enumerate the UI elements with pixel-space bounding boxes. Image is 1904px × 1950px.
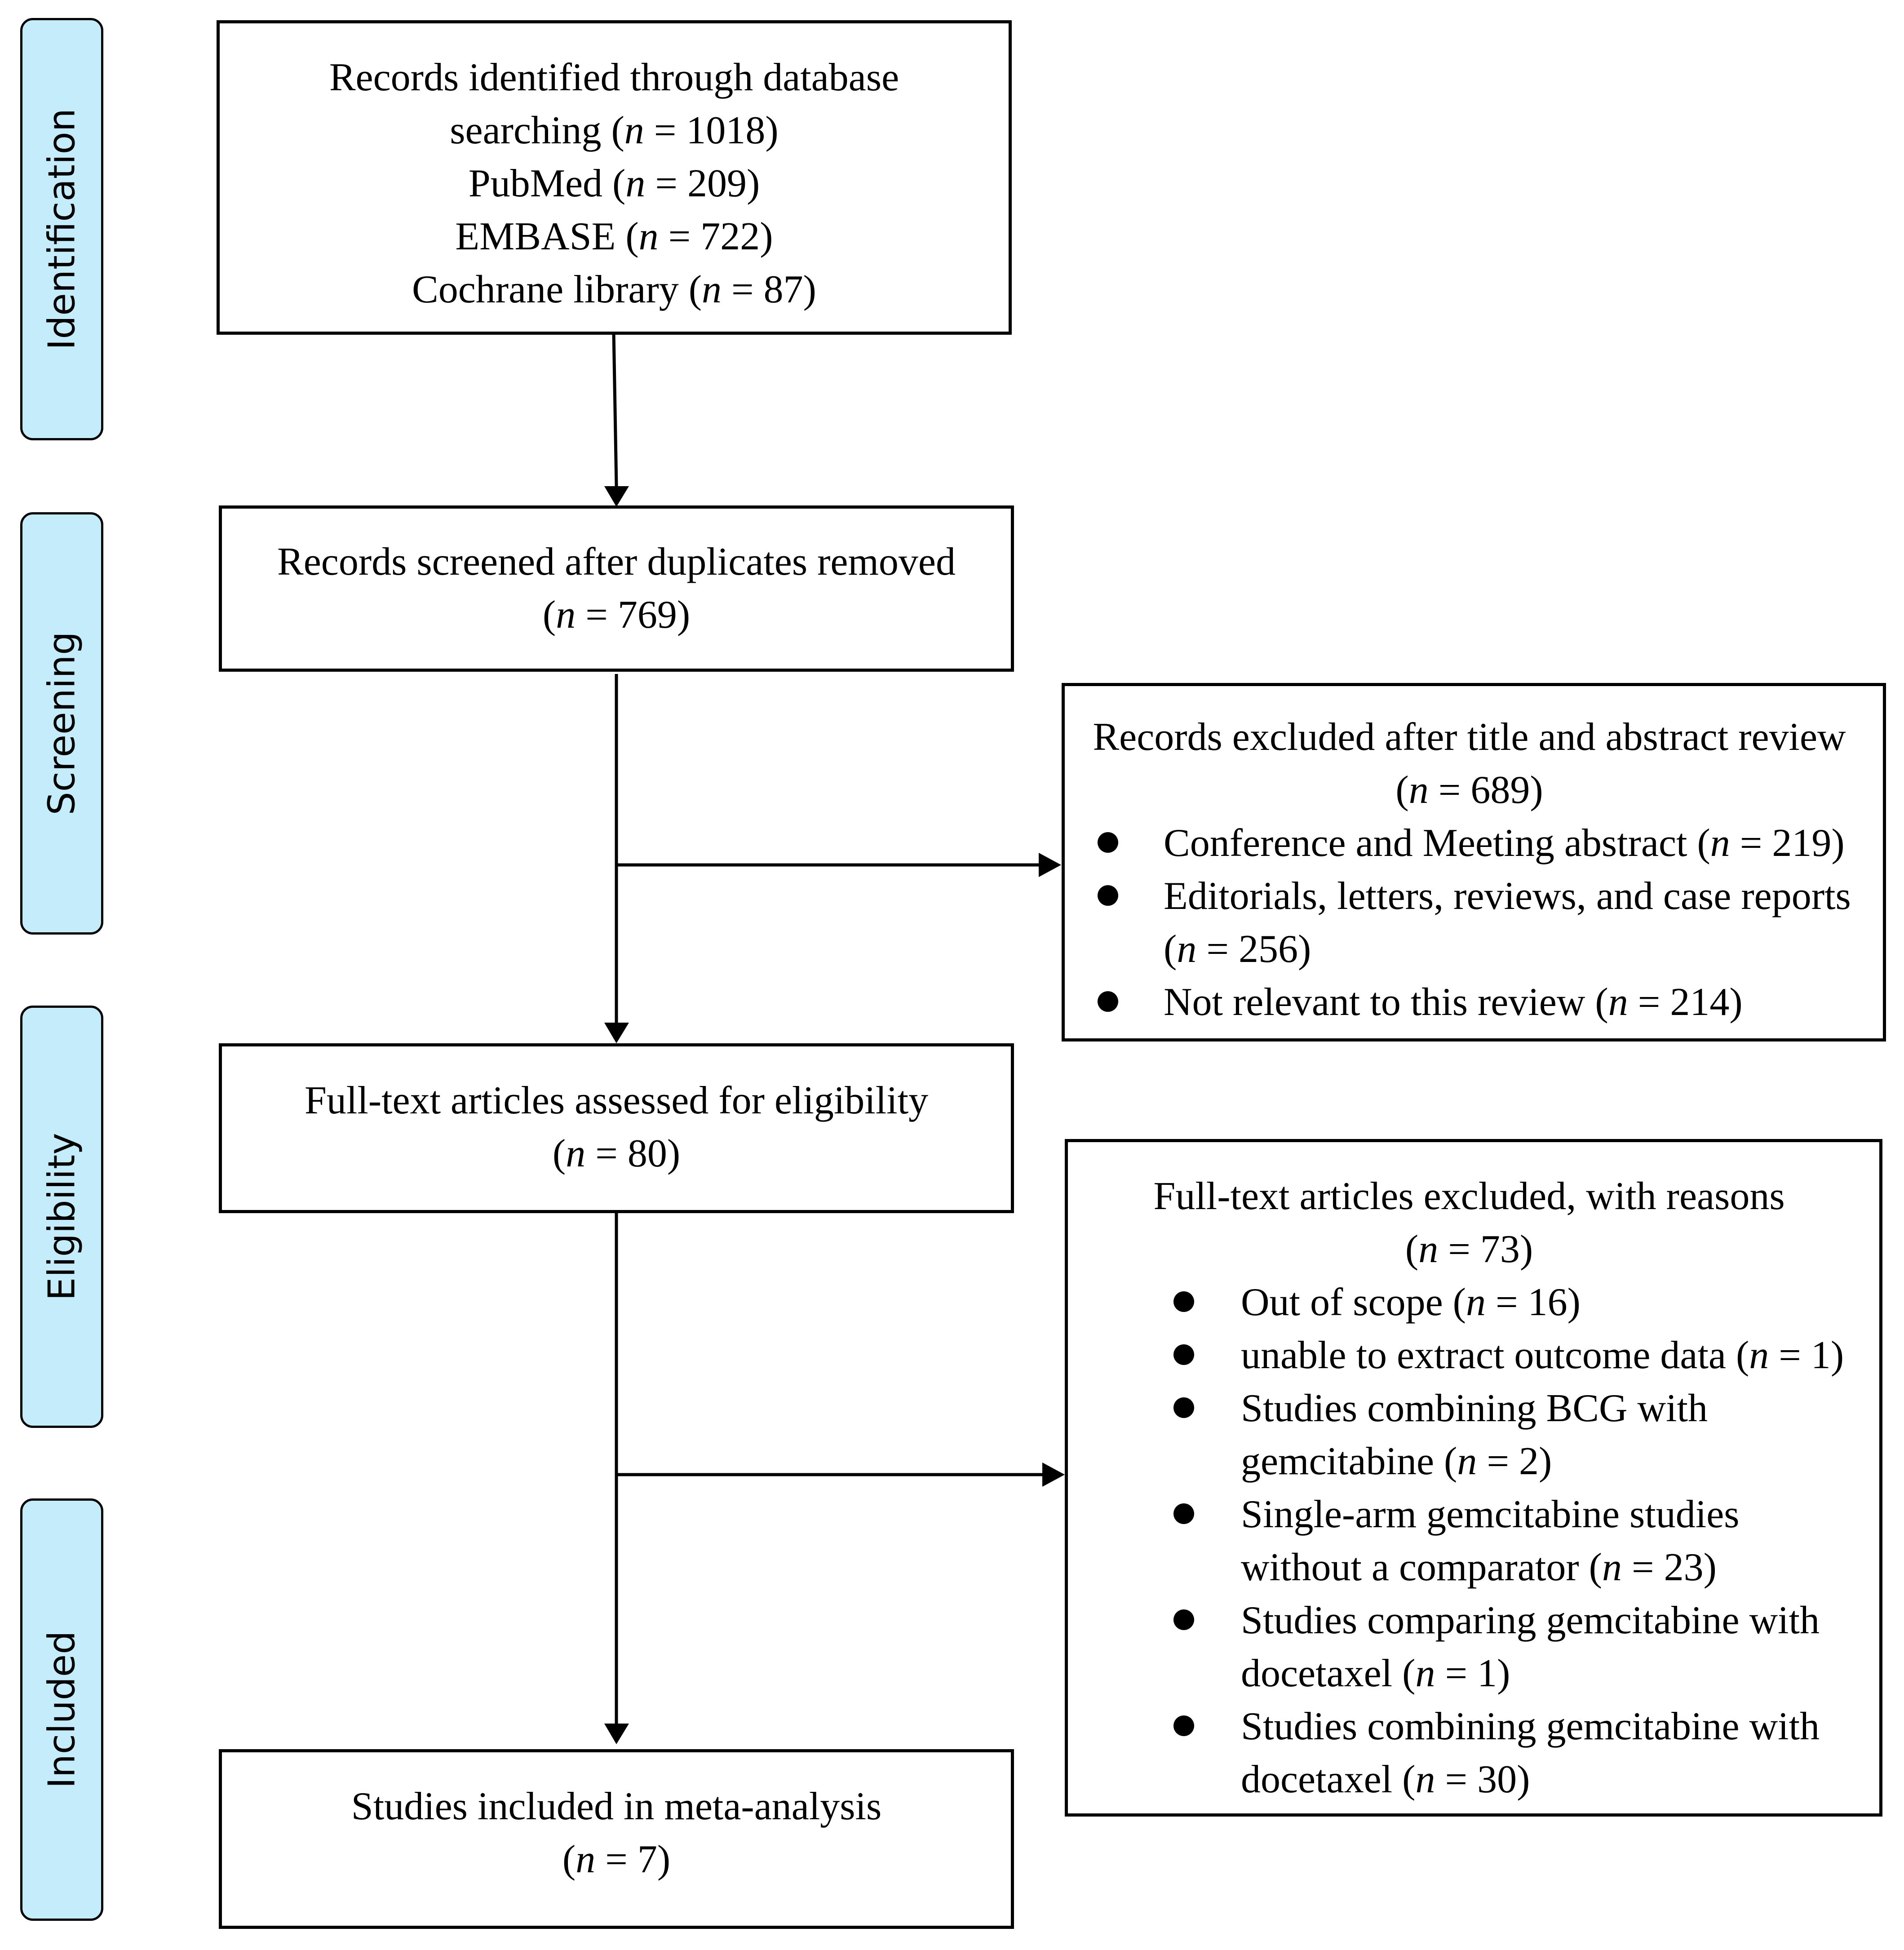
phase-included: Included xyxy=(20,1498,103,1921)
identified-embase: EMBASE (n = 722) xyxy=(455,215,773,258)
box-records-screened: Records screened after duplicates remove… xyxy=(219,505,1014,672)
identified-pubmed: PubMed (n = 209) xyxy=(468,162,760,205)
screened-count: (n = 769) xyxy=(542,593,691,637)
identified-cochrane: Cochrane library (n = 87) xyxy=(412,268,816,311)
list-item: unable to extract outcome data (n = 1) xyxy=(1068,1329,1870,1382)
fulltext-count: (n = 80) xyxy=(552,1132,681,1175)
list-item: Not relevant to this review (n = 214) xyxy=(1065,976,1874,1029)
identified-line1: Records identified through database xyxy=(329,56,899,99)
bullet-dot xyxy=(1098,991,1118,1012)
bullet-dot xyxy=(1173,1397,1194,1418)
excluded-title-heading: Records excluded after title and abstrac… xyxy=(1093,715,1846,759)
phase-identification: Identification xyxy=(20,18,103,440)
bullet-dot xyxy=(1173,1291,1194,1312)
box-excluded-fulltext: Full-text articles excluded, with reason… xyxy=(1065,1139,1882,1817)
list-item: Out of scope (n = 16) xyxy=(1068,1276,1870,1329)
included-count: (n = 7) xyxy=(562,1838,671,1881)
list-item: Studies comparing gemcitabine with docet… xyxy=(1068,1594,1870,1700)
phase-eligibility: Eligibility xyxy=(20,1006,103,1428)
excluded-fulltext-heading: Full-text articles excluded, with reason… xyxy=(1153,1174,1785,1218)
list-item: Editorials, letters, reviews, and case r… xyxy=(1065,870,1874,976)
bullet-dot xyxy=(1173,1715,1194,1736)
bullet-dot xyxy=(1173,1609,1194,1630)
bullet-dot xyxy=(1173,1503,1194,1524)
arrowhead-to-excluded-fulltext xyxy=(1042,1462,1065,1487)
bullet-dot xyxy=(1098,885,1118,906)
arrow-identified-to-screened xyxy=(612,332,618,487)
arrowhead-identified-to-screened xyxy=(604,486,629,507)
included-line1: Studies included in meta-analysis xyxy=(351,1785,882,1828)
excluded-title-count: (n = 689) xyxy=(1395,768,1543,812)
box-excluded-title-abstract: Records excluded after title and abstrac… xyxy=(1062,683,1886,1041)
box-studies-included: Studies included in meta-analysis (n = 7… xyxy=(219,1749,1014,1929)
excluded-fulltext-count: (n = 73) xyxy=(1405,1228,1533,1271)
bullet-dot xyxy=(1098,832,1118,853)
list-item: Studies combining gemcitabine with docet… xyxy=(1068,1700,1870,1806)
fulltext-line1: Full-text articles assessed for eligibil… xyxy=(304,1079,929,1122)
box-records-identified: Records identified through database sear… xyxy=(217,20,1012,335)
list-item: Studies combining BCG with gemcitabine (… xyxy=(1068,1382,1870,1488)
excluded-fulltext-list: Out of scope (n = 16) unable to extract … xyxy=(1068,1276,1870,1806)
list-item: Conference and Meeting abstract (n = 219… xyxy=(1065,817,1874,870)
bullet-dot xyxy=(1173,1344,1194,1365)
arrowhead-to-excluded-title xyxy=(1039,853,1061,877)
box-fulltext-assessed: Full-text articles assessed for eligibil… xyxy=(219,1043,1014,1213)
list-item: Single-arm gemcitabine studies without a… xyxy=(1068,1488,1870,1594)
screened-line1: Records screened after duplicates remove… xyxy=(277,540,956,584)
phase-screening: Screening xyxy=(20,512,103,935)
arrowhead-fulltext-to-included xyxy=(604,1724,629,1744)
arrowhead-screened-to-fulltext xyxy=(604,1023,629,1043)
identified-line2: searching (n = 1018) xyxy=(450,109,779,152)
excluded-title-list: Conference and Meeting abstract (n = 219… xyxy=(1065,817,1874,1029)
